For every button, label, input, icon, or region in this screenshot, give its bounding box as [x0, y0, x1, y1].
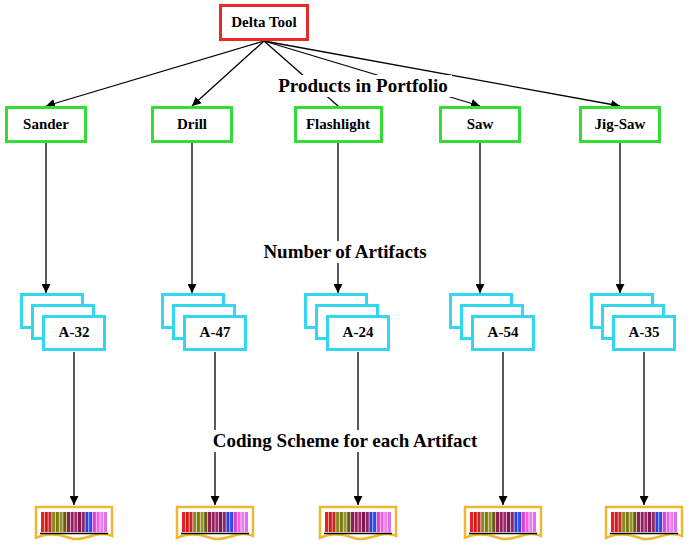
connector	[619, 143, 620, 293]
artifact-front: A-24	[326, 315, 390, 351]
strip-arrow	[643, 352, 644, 505]
artifact-front: A-35	[612, 315, 676, 351]
artifact-stack: A-24	[304, 293, 390, 351]
node-text: Drill	[177, 116, 207, 133]
product-box: Saw	[439, 106, 521, 143]
artifact-sheet	[473, 317, 534, 350]
product-box: Jig-Saw	[579, 106, 661, 143]
connector	[479, 143, 480, 293]
node-text: Sander	[23, 116, 69, 133]
stack-outline	[161, 293, 247, 351]
stack-outline	[20, 293, 106, 351]
connector	[264, 41, 620, 106]
section-label: Products in Portfolio	[274, 75, 452, 98]
coding-strip	[177, 507, 253, 539]
root-box: Delta Tool	[219, 4, 309, 41]
coding-strip	[465, 507, 541, 539]
node-text: Jig-Saw	[595, 116, 646, 133]
section-label: Number of Artifacts	[259, 241, 430, 264]
artifact-stack: A-32	[20, 293, 106, 351]
node-text: A-35	[629, 324, 660, 341]
strip-arrow	[357, 352, 358, 505]
connector	[46, 41, 264, 106]
product-box: Flashlight	[294, 106, 383, 143]
connector	[45, 143, 46, 293]
connector	[192, 41, 264, 106]
connector	[264, 41, 480, 106]
node-text: A-24	[343, 324, 374, 341]
product-box: Drill	[151, 106, 233, 143]
artifact-stack: A-47	[161, 293, 247, 351]
strip-arrow	[502, 352, 503, 505]
connector	[337, 143, 338, 293]
artifact-front: A-54	[471, 315, 535, 351]
artifact-sheet	[328, 317, 389, 350]
strip-arrows	[74, 352, 644, 505]
section-label: Coding Scheme for each Artifact	[209, 430, 482, 453]
artifact-front: A-47	[183, 315, 247, 351]
connector	[191, 143, 192, 293]
node-text: A-54	[488, 324, 519, 341]
artifact-sheet	[185, 317, 246, 350]
coding-strip	[320, 507, 396, 539]
node-text: A-32	[59, 324, 90, 341]
stack-outline	[590, 293, 676, 351]
artifact-stack: A-54	[449, 293, 535, 351]
artifact-stack: A-35	[590, 293, 676, 351]
node-text: Delta Tool	[231, 14, 296, 31]
node-text: Flashlight	[306, 116, 370, 133]
coding-strip	[606, 507, 682, 539]
node-text: A-47	[200, 324, 231, 341]
artifact-sheet	[44, 317, 105, 350]
artifact-sheet	[614, 317, 675, 350]
artifact-front: A-32	[42, 315, 106, 351]
node-text: Saw	[467, 116, 494, 133]
stack-outline	[449, 293, 535, 351]
stack-outline	[304, 293, 390, 351]
product-box: Sander	[5, 106, 87, 143]
strip-arrow	[214, 352, 215, 505]
strip-arrow	[73, 352, 74, 505]
coding-strip	[36, 507, 112, 539]
